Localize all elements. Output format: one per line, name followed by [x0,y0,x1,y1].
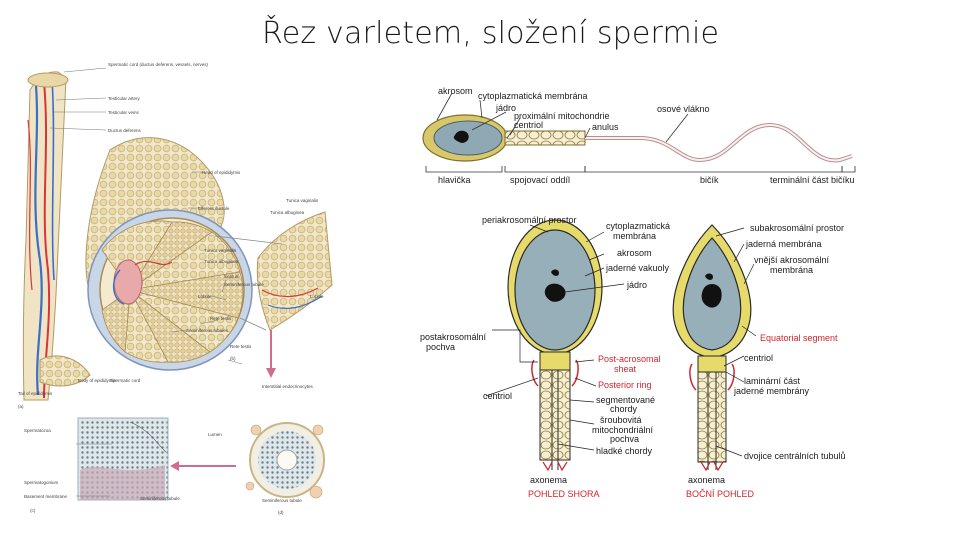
sperm-midpiece [504,130,586,146]
label-head-epididymis: Head of epididymis [202,170,241,175]
lobule-enlarged [256,211,333,331]
testis-figure: Spermatic cord (ductus deferens, vessels… [18,62,333,515]
label-srou3: pochva [610,434,639,444]
label-seminiferous-tubule-b: Seminiferous tubule [140,496,180,501]
label-akrosom-head: akrosom [617,248,652,258]
label-segm1: segmentované [596,395,655,405]
label-vnejsi2: membrána [770,265,813,275]
label-seminiferous-tubule-c: Seminiferous tubule [262,498,302,503]
label-laminarni1: laminární část [744,376,801,386]
label-ductus-deferens: Ductus deferens [108,128,142,133]
sperm-head-top-view [507,219,603,472]
label-vnejsi1: vnější akrosomální [754,255,830,265]
label-fig-a: (a) [18,404,24,409]
label-seminiferous-tubule: Seminiferous tubule [224,282,264,287]
label-hlavicka: hlavička [438,175,471,185]
label-spojovaci: spojovací oddíl [510,175,570,185]
label-axonema-right: axonema [688,475,725,485]
label-proximal-mito: proximální mitochondrie [514,111,610,121]
label-testicular-veins: Testicular veins [108,110,140,115]
label-equatorial: Equatorial segment [760,333,838,343]
label-rete-testis-enlarged: Rete testis [230,344,252,349]
label-srou2: mitochondriální [592,425,654,435]
label-bocni-pohled: BOČNÍ POHLED [686,489,755,499]
label-postakro1: postakrosomální [420,332,487,342]
label-spermatozoa: Spermatozoa [24,428,51,433]
label-srou1: šroubovitá [600,415,642,425]
label-jadro-long: jádro [495,103,516,113]
label-postacrosomal2: sheat [614,364,637,374]
testis-lobules [101,220,244,363]
label-testicular-artery: Testicular artery [108,96,141,101]
sperm-head-side-view [672,224,752,472]
label-tunica-vaginalis-enlarged: Tunica vaginalis [286,198,319,203]
label-seminiferous-tubules: Seminiferous tubules [186,328,229,333]
label-bicik: bičík [700,175,719,185]
label-septum: Septum [224,274,240,279]
label-jaderne-vakuoly: jaderné vakuoly [605,263,670,273]
label-spermatogonium: Spermatogonium [24,480,59,485]
label-interstitial-cells: Interstitial endocrinocytes [262,384,314,389]
label-posterior-ring: Posterior ring [598,380,652,390]
label-subakrosomalni: subakrosomální prostor [750,223,844,233]
label-segm2: chordy [610,404,638,414]
label-dvojice-tubulu: dvojice centrálních tubulů [744,451,846,461]
label-terminal: terminální část bičíku [770,175,855,185]
label-jaderna-membrana: jaderná membrána [745,239,822,249]
label-fig-d-marker: (d) [278,510,284,515]
label-tunica-albuginea: Tunica albuginea [204,259,239,264]
label-anulus: anulus [592,122,619,132]
label-laminarni2: jaderné membrány [733,386,810,396]
label-periakrosomalni: periakrosomální prostor [482,215,577,225]
label-centriol-long: centriol [514,120,543,130]
label-osove-vlakno: osové vlákno [657,104,710,114]
spermatic-cord [22,71,69,401]
epididymis-tail [39,355,91,387]
label-lobule-enlarged: Lobule [310,294,324,299]
label-basement-membrane: Basement membrane [24,494,68,499]
label-fig-b-marker: (b) [230,356,236,361]
label-cyto-membrane-long: cytoplazmatická membrána [478,91,588,101]
label-pohled-shora: POHLED SHORA [528,489,600,499]
label-tunica-vaginalis: Tunica vaginalis [204,248,237,253]
label-jadro-head: jádro [626,280,647,290]
label-tunica-albuginea-enlarged: Tunica albuginea [270,210,305,215]
label-centriol-left: centriol [483,391,512,401]
label-centriol-right: centriol [744,353,773,363]
sperm-longitudinal: akrosom cytoplazmatická membrána jádro p… [422,86,856,185]
label-tail-epididymis: Tail of epididymis [18,391,53,396]
label-spermatic-cord-top: Spermatic cord (ductus deferens, vessels… [108,62,209,67]
label-rete-testis: Rete testis [210,316,232,321]
label-efferent-ductule: Efferent ductule [198,206,230,211]
label-fig-c-marker: (c) [30,508,36,513]
label-hladke-chordy: hladké chordy [596,446,653,456]
label-akrosom-long: akrosom [438,86,473,96]
label-postacrosomal1: Post-acrosomal [598,354,661,364]
label-postakro2: pochva [426,342,455,352]
label-cyto2: membrána [613,231,656,241]
label-lobule: Lobule [198,294,212,299]
label-body-epididymis: Body of epididymis [78,378,117,383]
slide-title: Řez varletem, složení spermie [262,16,720,51]
label-spermatic-cord: Spermatic cord [110,378,141,383]
label-axonema-left: axonema [530,475,567,485]
sperm-head-views: periakrosomální prostor cytoplazmatická … [420,215,846,499]
label-lumen: Lumen [208,432,222,437]
rete-testis [113,259,143,305]
label-cyto1: cytoplazmatická [606,221,670,231]
